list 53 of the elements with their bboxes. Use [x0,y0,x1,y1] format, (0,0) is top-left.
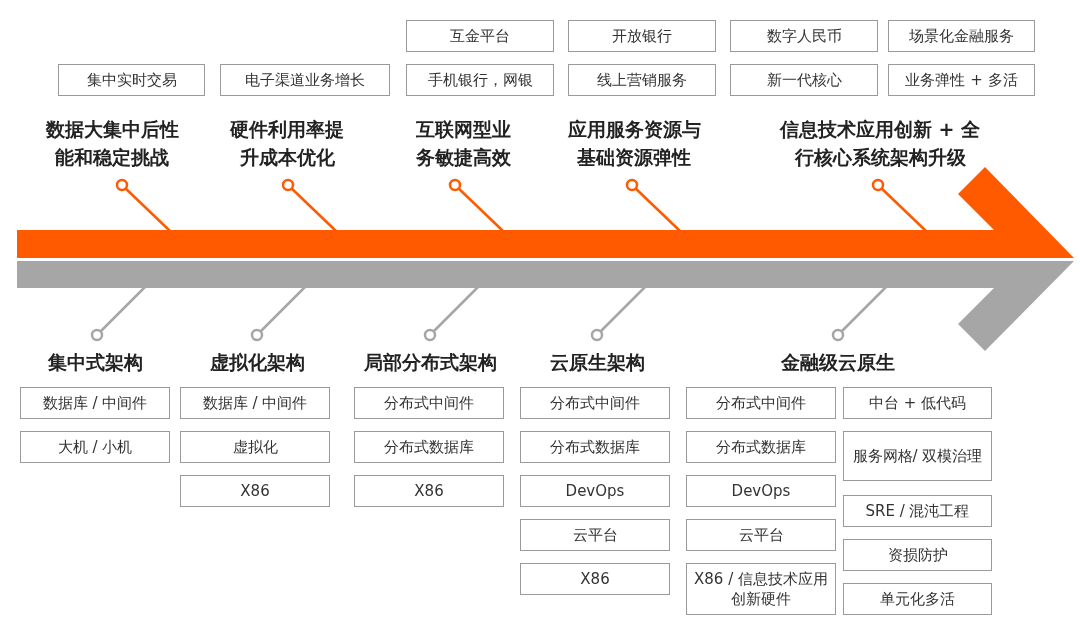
feature-box: 云平台 [520,519,670,551]
stage-heading: 集中式架构 [20,348,170,376]
feature-box: 场景化金融服务 [888,20,1035,52]
feature-box: 大机 / 小机 [20,431,170,463]
feature-box: 分布式数据库 [354,431,504,463]
feature-box: 分布式中间件 [354,387,504,419]
feature-box: X86 / 信息技术应用创新硬件 [686,563,836,615]
feature-box: 互金平台 [406,20,554,52]
leader-line [90,286,146,342]
stage-heading: 应用服务资源与基础资源弹性 [549,115,719,171]
feature-box: 手机银行，网银 [406,64,554,96]
stage-heading: 硬件利用率提升成本优化 [207,115,367,171]
leader-line [423,286,479,342]
feature-box: 服务网格/ 双模治理 [843,431,992,481]
leader-line [448,178,504,232]
feature-box: 分布式数据库 [686,431,836,463]
stage-heading: 金融级云原生 [753,348,923,376]
feature-box: 数据库 / 中间件 [180,387,330,419]
stage-heading: 云原生架构 [522,348,672,376]
feature-box: X86 [354,475,504,507]
stage-heading: 互联网型业务敏捷高效 [378,115,548,171]
feature-box: 分布式中间件 [520,387,670,419]
feature-box: 新一代核心 [730,64,878,96]
leader-line [871,178,927,232]
leader-line [115,178,171,232]
stage-heading: 局部分布式架构 [345,348,515,376]
feature-box: 电子渠道业务增长 [220,64,390,96]
feature-box: 分布式数据库 [520,431,670,463]
feature-box: 集中实时交易 [58,64,205,96]
feature-box: SRE / 混沌工程 [843,495,992,527]
feature-box: 业务弹性 + 多活 [888,64,1035,96]
stage-heading: 虚拟化架构 [182,348,332,376]
feature-box: 单元化多活 [843,583,992,615]
feature-box: 数据库 / 中间件 [20,387,170,419]
leader-line [590,286,646,342]
feature-box: 虚拟化 [180,431,330,463]
feature-box: 中台 + 低代码 [843,387,992,419]
feature-box: 云平台 [686,519,836,551]
feature-box: 数字人民币 [730,20,878,52]
feature-box: X86 [520,563,670,595]
feature-box: X86 [180,475,330,507]
leader-line [831,286,887,342]
feature-box: 资损防护 [843,539,992,571]
leader-line [250,286,306,342]
feature-box: 线上营销服务 [568,64,716,96]
feature-box: 分布式中间件 [686,387,836,419]
feature-box: 开放银行 [568,20,716,52]
leader-line [281,178,337,232]
stage-heading: 信息技术应用创新 + 全行核心系统架构升级 [720,115,1040,171]
stage-heading: 数据大集中后性能和稳定挑战 [32,115,192,171]
feature-box: DevOps [686,475,836,507]
leader-line [625,178,681,232]
feature-box: DevOps [520,475,670,507]
